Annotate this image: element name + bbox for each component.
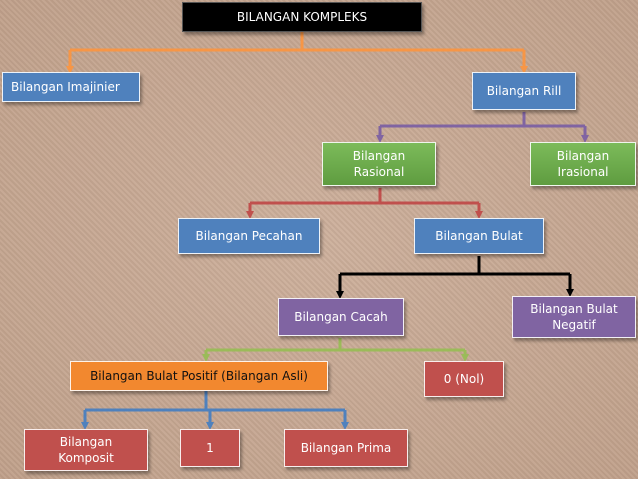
node-bilangan-rill: Bilangan Rill xyxy=(472,72,576,110)
connector-rasional xyxy=(246,188,483,219)
node-bilangan-kompleks: BILANGAN KOMPLEKS xyxy=(182,2,422,32)
node-bilangan-komposit: Bilangan Komposit xyxy=(24,429,148,471)
node-bilangan-irasional: Bilangan Irasional xyxy=(530,142,636,186)
node-bilangan-bulat: Bilangan Bulat xyxy=(414,218,544,254)
connector-positif xyxy=(81,390,349,430)
node-bilangan-bulat-positif: Bilangan Bulat Positif (Bilangan Asli) xyxy=(70,361,328,391)
node-bilangan-prima: Bilangan Prima xyxy=(284,429,408,467)
node-bilangan-cacah: Bilangan Cacah xyxy=(278,298,404,336)
connector-rill xyxy=(376,112,589,143)
node-bilangan-imajinier: Bilangan Imajinier xyxy=(2,72,140,102)
node-bilangan-bulat-negatif: Bilangan Bulat Negatif xyxy=(512,296,636,338)
node-satu: 1 xyxy=(180,429,240,467)
node-nol: 0 (Nol) xyxy=(424,361,504,397)
connector-bulat xyxy=(336,256,574,299)
node-bilangan-rasional: Bilangan Rasional xyxy=(322,142,436,186)
connector-root xyxy=(66,32,528,74)
connector-cacah xyxy=(202,338,469,362)
node-bilangan-pecahan: Bilangan Pecahan xyxy=(178,218,320,254)
